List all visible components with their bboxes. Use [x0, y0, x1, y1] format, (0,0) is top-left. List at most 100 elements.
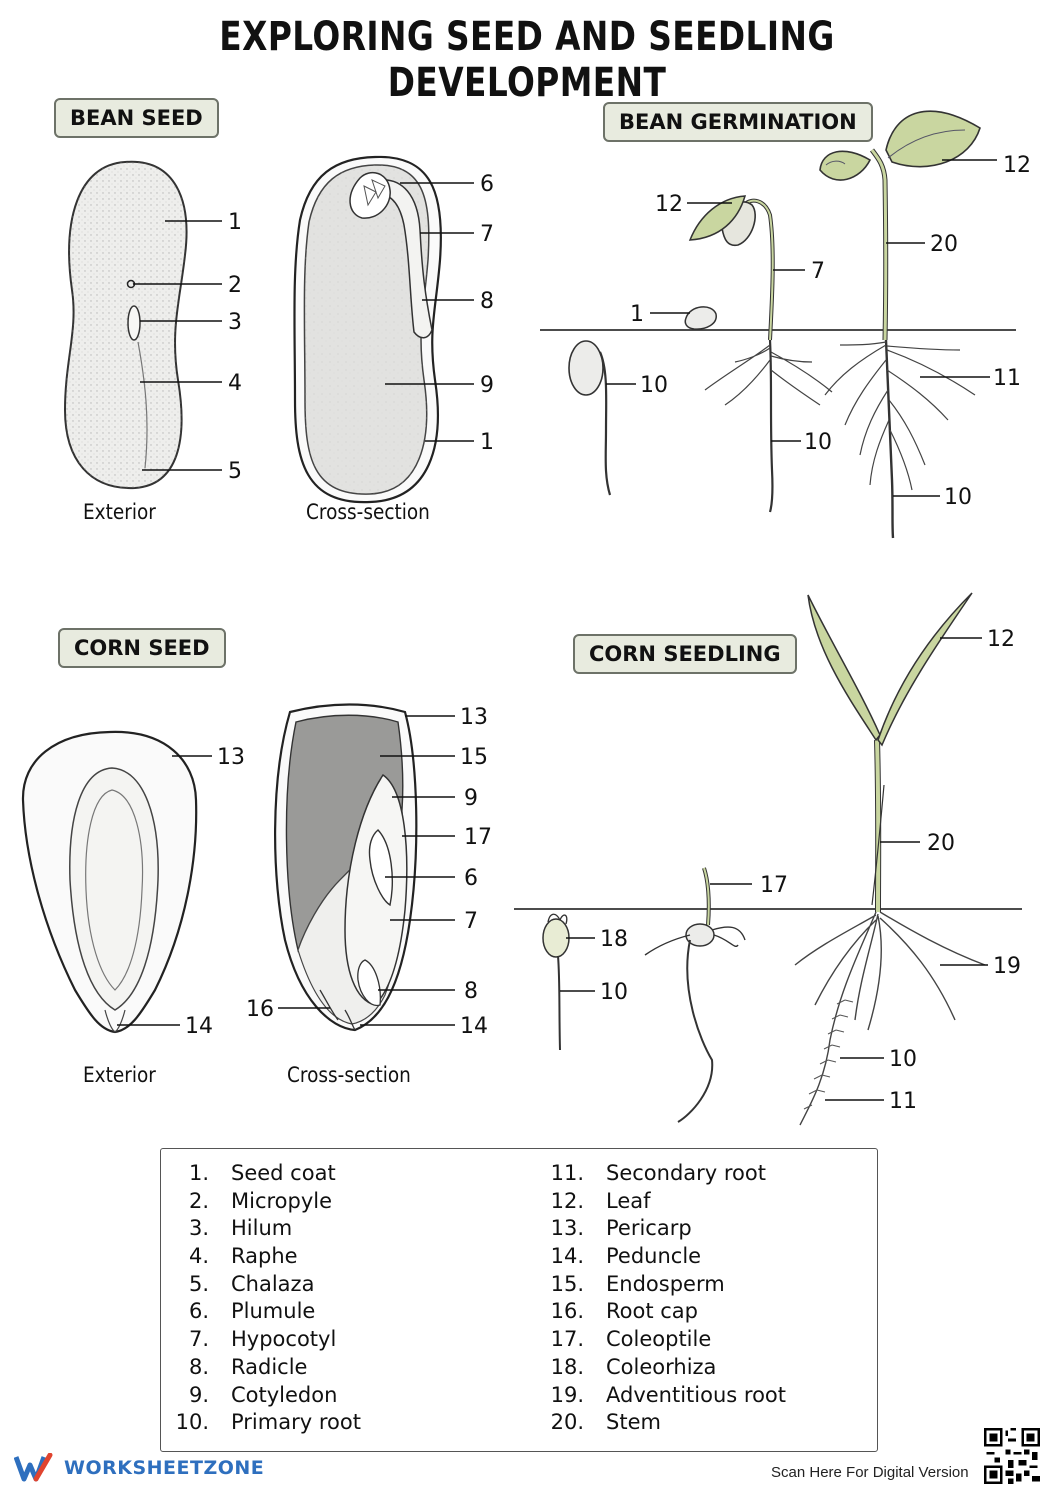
callout-bean-cs-6: 6	[480, 172, 494, 197]
callout-bean-exterior-3: 3	[228, 310, 242, 335]
corn-stage3-leaf-right	[877, 592, 973, 747]
leader-lines	[117, 159, 997, 1101]
section-label-corn-seed: CORN SEED	[58, 628, 226, 668]
callout-corn-cs-9: 9	[464, 786, 478, 811]
legend-item: 3.Hilum	[188, 1216, 293, 1241]
callout-bean-exterior-4: 4	[228, 371, 242, 396]
callout-corn-seedling-10b: 10	[889, 1047, 917, 1072]
caption-corn-cross-section: Cross-section	[287, 1063, 411, 1087]
callout-corn-seedling-10a: 10	[600, 980, 628, 1005]
page-title: EXPLORING SEED AND SEEDLING DEVELOPMENT	[219, 14, 835, 106]
bean-stage4-root	[884, 339, 895, 539]
corn-cs-plumule	[368, 829, 393, 907]
callout-corn-seedling-12: 12	[987, 627, 1015, 652]
corn-seedling	[514, 592, 1022, 1126]
callout-corn-seedling-18: 18	[600, 927, 628, 952]
corn-seed-cross-section	[274, 703, 418, 1032]
callout-bean-germ-12b: 12	[1003, 153, 1031, 178]
scan-text: Scan Here For Digital Version	[771, 1464, 969, 1481]
callout-bean-germ-7: 7	[811, 259, 825, 284]
legend-item: 2.Micropyle	[188, 1188, 333, 1213]
caption-corn-exterior: Exterior	[83, 1063, 156, 1087]
legend-item: 10.Primary root	[175, 1410, 361, 1435]
callout-corn-cs-7: 7	[464, 909, 478, 934]
legend-item: 7.Hypocotyl	[188, 1327, 337, 1352]
callout-bean-germ-12a: 12	[655, 192, 683, 217]
callout-bean-exterior-2: 2	[228, 273, 242, 298]
legend-item: 13.Pericarp	[550, 1216, 692, 1241]
corn-stage1-seed	[542, 918, 570, 958]
corn-stage3-roots	[794, 911, 986, 1126]
callout-corn-exterior-14: 14	[185, 1014, 213, 1039]
callout-corn-cs-16: 16	[246, 997, 274, 1022]
callout-corn-cs-14: 14	[460, 1014, 488, 1039]
callout-corn-seedling-20: 20	[927, 831, 955, 856]
legend-item: 6.Plumule	[188, 1299, 316, 1324]
callout-corn-seedling-19: 19	[993, 954, 1021, 979]
callout-bean-germ-1: 1	[630, 302, 644, 327]
legend-item: 17.Coleoptile	[550, 1327, 712, 1352]
qr-code-icon[interactable]	[984, 1428, 1040, 1484]
section-label-corn-seedling: CORN SEEDLING	[573, 634, 797, 674]
bean-stage3-root	[768, 339, 774, 513]
bean-stage-radicle	[598, 351, 612, 496]
caption-bean-cross-section: Cross-section	[306, 500, 430, 524]
callout-corn-seedling-11: 11	[889, 1089, 917, 1114]
legend-item: 15.Endosperm	[550, 1271, 725, 1296]
legend-item: 1.Seed coat	[188, 1161, 336, 1185]
corn-stage1-root	[557, 955, 561, 1051]
callout-corn-cs-17: 17	[464, 825, 492, 850]
section-label-bean-seed: BEAN SEED	[54, 98, 219, 138]
section-label-bean-germination: BEAN GERMINATION	[603, 102, 873, 142]
legend-item: 5.Chalaza	[188, 1271, 315, 1296]
legend-item: 14.Peduncle	[550, 1244, 702, 1269]
legend-item: 19.Adventitious root	[550, 1382, 786, 1407]
callout-corn-cs-8: 8	[464, 979, 478, 1004]
caption-bean-exterior: Exterior	[83, 500, 156, 524]
callout-corn-cs-6: 6	[464, 866, 478, 891]
corn-cs-radicle	[357, 959, 381, 1007]
callout-bean-cs-8: 8	[480, 289, 494, 314]
callout-bean-germ-10a: 10	[640, 373, 668, 398]
legend-item: 4.Raphe	[188, 1244, 298, 1269]
legend-column-right: 11.Secondary root 12.Leaf 13.Pericarp 14…	[536, 1161, 786, 1438]
callout-corn-cs-15: 15	[460, 745, 488, 770]
callout-bean-cs-1: 1	[480, 430, 494, 455]
legend-item: 9.Cotyledon	[188, 1382, 338, 1407]
brand-name: WORKSHEETZONE	[64, 1457, 265, 1479]
corn-stage3-leaf-left	[807, 594, 881, 742]
callout-bean-exterior-5: 5	[228, 459, 242, 484]
corn-exterior-germ	[69, 767, 159, 1011]
callout-bean-germ-10c: 10	[944, 485, 972, 510]
legend-item: 11.Secondary root	[550, 1161, 766, 1185]
brand-logo[interactable]: WORKSHEETZONE	[14, 1453, 264, 1483]
callout-bean-germ-10b: 10	[804, 430, 832, 455]
hilum-mark	[127, 305, 141, 341]
callout-corn-cs-13: 13	[460, 705, 488, 730]
worksheetzone-logo-icon	[14, 1453, 53, 1482]
legend-column-left: 1.Seed coat 2.Micropyle 3.Hilum 4.Raphe …	[161, 1161, 361, 1438]
callout-corn-exterior-13: 13	[217, 745, 245, 770]
legend-item: 8.Radicle	[188, 1354, 308, 1379]
callout-bean-cs-9: 9	[480, 373, 494, 398]
callout-bean-germ-20: 20	[930, 232, 958, 257]
bean-seed-cross-section	[293, 155, 442, 504]
bean-germination	[540, 110, 1016, 539]
bean-seed-exterior	[63, 160, 188, 490]
legend-box: 1.Seed coat 2.Micropyle 3.Hilum 4.Raphe …	[160, 1148, 878, 1452]
bean-stage4-leaf-left	[819, 150, 872, 181]
callout-numbers: 1 2 3 4 5 6 7 8 9 1 12 7 1 10 12 20 11 1…	[185, 153, 1031, 1114]
bean-stage4-leaf-right	[885, 110, 981, 168]
raphe-line	[137, 341, 148, 469]
bean-stage-seed	[684, 306, 717, 330]
legend-item: 16.Root cap	[550, 1299, 698, 1324]
corn-stage2-root	[677, 939, 714, 1123]
bean-stage3-leaf	[688, 195, 747, 241]
callout-bean-germ-11: 11	[993, 366, 1021, 391]
bean-cs-embryo-axis	[379, 179, 433, 339]
corn-seed-exterior	[21, 730, 198, 1034]
callout-bean-exterior-1: 1	[228, 210, 242, 235]
legend-item: 20.Stem	[550, 1410, 661, 1435]
legend-item: 18.Coleorhiza	[550, 1354, 717, 1379]
